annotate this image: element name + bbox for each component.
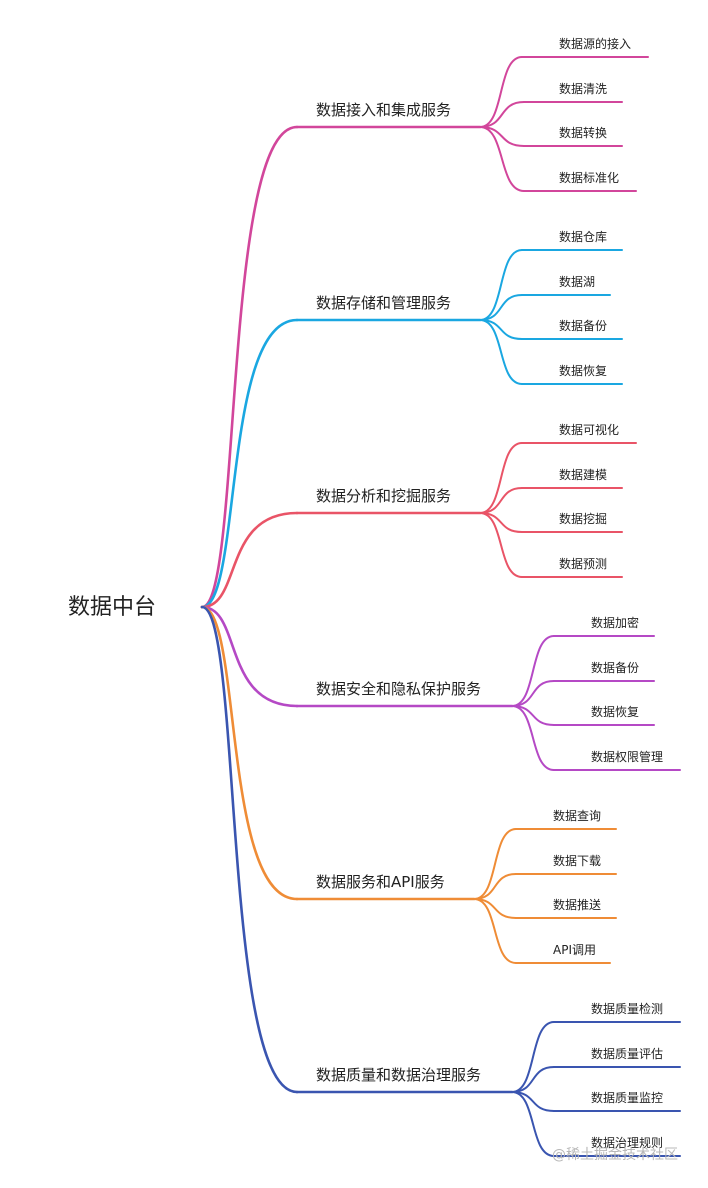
- leaf-node-label: 数据加密: [591, 616, 640, 630]
- branch-connector: [200, 125, 299, 609]
- leaf-connector: [473, 873, 517, 900]
- branch-node-label: 数据安全和隐私保护服务: [316, 680, 482, 698]
- leaf-node-label: API调用: [553, 943, 596, 957]
- branch-node-label: 数据分析和挖掘服务: [316, 487, 452, 505]
- leaf-node-label: 数据查询: [553, 809, 602, 823]
- branch-connector: [200, 511, 299, 609]
- leaf-connector: [511, 1021, 555, 1093]
- leaf-connector: [511, 705, 555, 771]
- leaf-connector: [479, 294, 523, 321]
- branch-node-label: 数据质量和数据治理服务: [316, 1066, 482, 1084]
- leaf-node-label: 数据权限管理: [591, 750, 664, 764]
- leaf-connector: [511, 635, 555, 707]
- leaf-node-label: 数据质量检测: [591, 1002, 664, 1016]
- leaf-node-label: 数据仓库: [559, 230, 608, 244]
- leaf-connector: [479, 126, 525, 192]
- branch-node-label: 数据服务和API服务: [316, 873, 445, 891]
- branch-connector: [200, 605, 299, 901]
- leaf-node-label: 数据备份: [591, 661, 640, 675]
- leaf-node-label: 数据湖: [559, 275, 596, 289]
- leaf-node-label: 数据恢复: [559, 364, 608, 378]
- leaf-connector: [479, 512, 523, 578]
- leaf-node-label: 数据可视化: [559, 423, 620, 437]
- leaf-connector: [511, 1066, 555, 1093]
- branch-connector: [200, 605, 299, 1094]
- leaf-node-label: 数据质量监控: [591, 1091, 664, 1105]
- leaf-node-label: 数据挖掘: [559, 512, 608, 526]
- leaf-connector: [479, 442, 523, 514]
- leaf-connector: [479, 487, 523, 514]
- root-node-label: 数据中台: [68, 595, 157, 620]
- leaf-node-label: 数据质量评估: [591, 1047, 664, 1061]
- leaf-connector: [479, 249, 523, 321]
- leaf-connector: [473, 828, 517, 900]
- leaf-connector: [511, 1091, 555, 1157]
- leaf-node-label: 数据源的接入: [559, 37, 632, 51]
- branch-connector: [200, 318, 299, 609]
- leaf-node-label: 数据转换: [559, 126, 608, 140]
- leaf-node-label: 数据预测: [559, 557, 608, 571]
- leaf-node-label: 数据清洗: [559, 82, 608, 96]
- branch-connector: [200, 605, 299, 708]
- leaf-connector: [479, 101, 525, 128]
- branch-node-label: 数据存储和管理服务: [316, 294, 452, 312]
- leaf-node-label: 数据下载: [553, 854, 602, 868]
- branch-node-label: 数据接入和集成服务: [316, 101, 452, 119]
- leaf-node-label: 数据标准化: [559, 171, 620, 185]
- watermark: @稀土掘金技术社区: [552, 1147, 678, 1163]
- leaf-node-label: 数据恢复: [591, 705, 640, 719]
- leaf-connector: [479, 56, 523, 128]
- leaf-node-label: 数据建模: [559, 468, 608, 482]
- leaf-connector: [473, 898, 517, 964]
- leaf-node-label: 数据备份: [559, 319, 608, 333]
- leaf-connector: [479, 319, 523, 385]
- leaf-connector: [511, 680, 555, 707]
- leaf-node-label: 数据治理规则: [591, 1136, 664, 1150]
- leaf-node-label: 数据推送: [553, 898, 602, 912]
